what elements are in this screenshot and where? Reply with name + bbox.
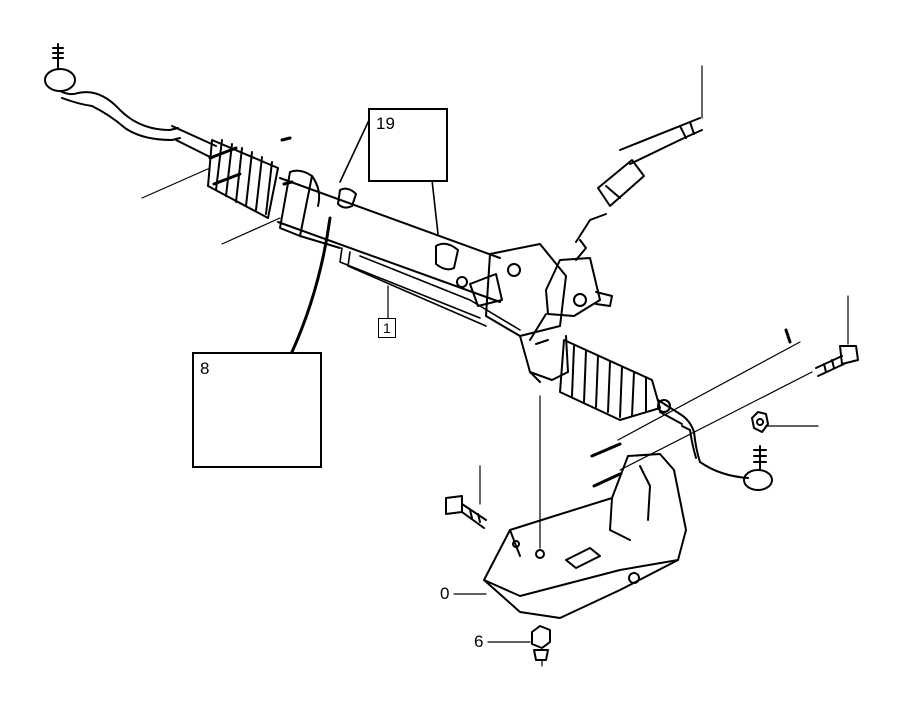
steering-shaft (575, 65, 703, 243)
right-bellows-boot (559, 339, 661, 421)
callout-label-seal-ring: 19 (376, 114, 395, 133)
rack-housing-tube (277, 169, 501, 303)
callout-label-crossmember: 0 (440, 584, 450, 603)
nut-bottom (531, 625, 551, 667)
crossmember-bracket (483, 453, 687, 619)
mounting-bolt-right (815, 345, 859, 377)
nut-right (751, 411, 769, 433)
callout-label-steering-gear: 1 (378, 318, 396, 338)
callout-label-clip: 8 (200, 359, 210, 378)
valve-housing (469, 239, 613, 383)
right-tie-rod (657, 399, 773, 491)
callout-box-seal-ring: 19 (368, 108, 448, 182)
left-inner-rod (171, 125, 217, 159)
callout-box-clip: 8 (192, 352, 322, 468)
hydraulic-pipes (339, 247, 521, 331)
left-tie-rod-end (44, 43, 181, 141)
right-leader-lines (479, 295, 849, 549)
right-cut-marks (590, 328, 792, 488)
mounting-bolt-left (445, 495, 487, 529)
callout-label-nut: 6 (474, 632, 484, 651)
left-bellows-boot (207, 139, 279, 219)
left-leader-lines (141, 167, 281, 245)
tube-clamps (337, 187, 468, 288)
callout-leaders (290, 117, 531, 643)
